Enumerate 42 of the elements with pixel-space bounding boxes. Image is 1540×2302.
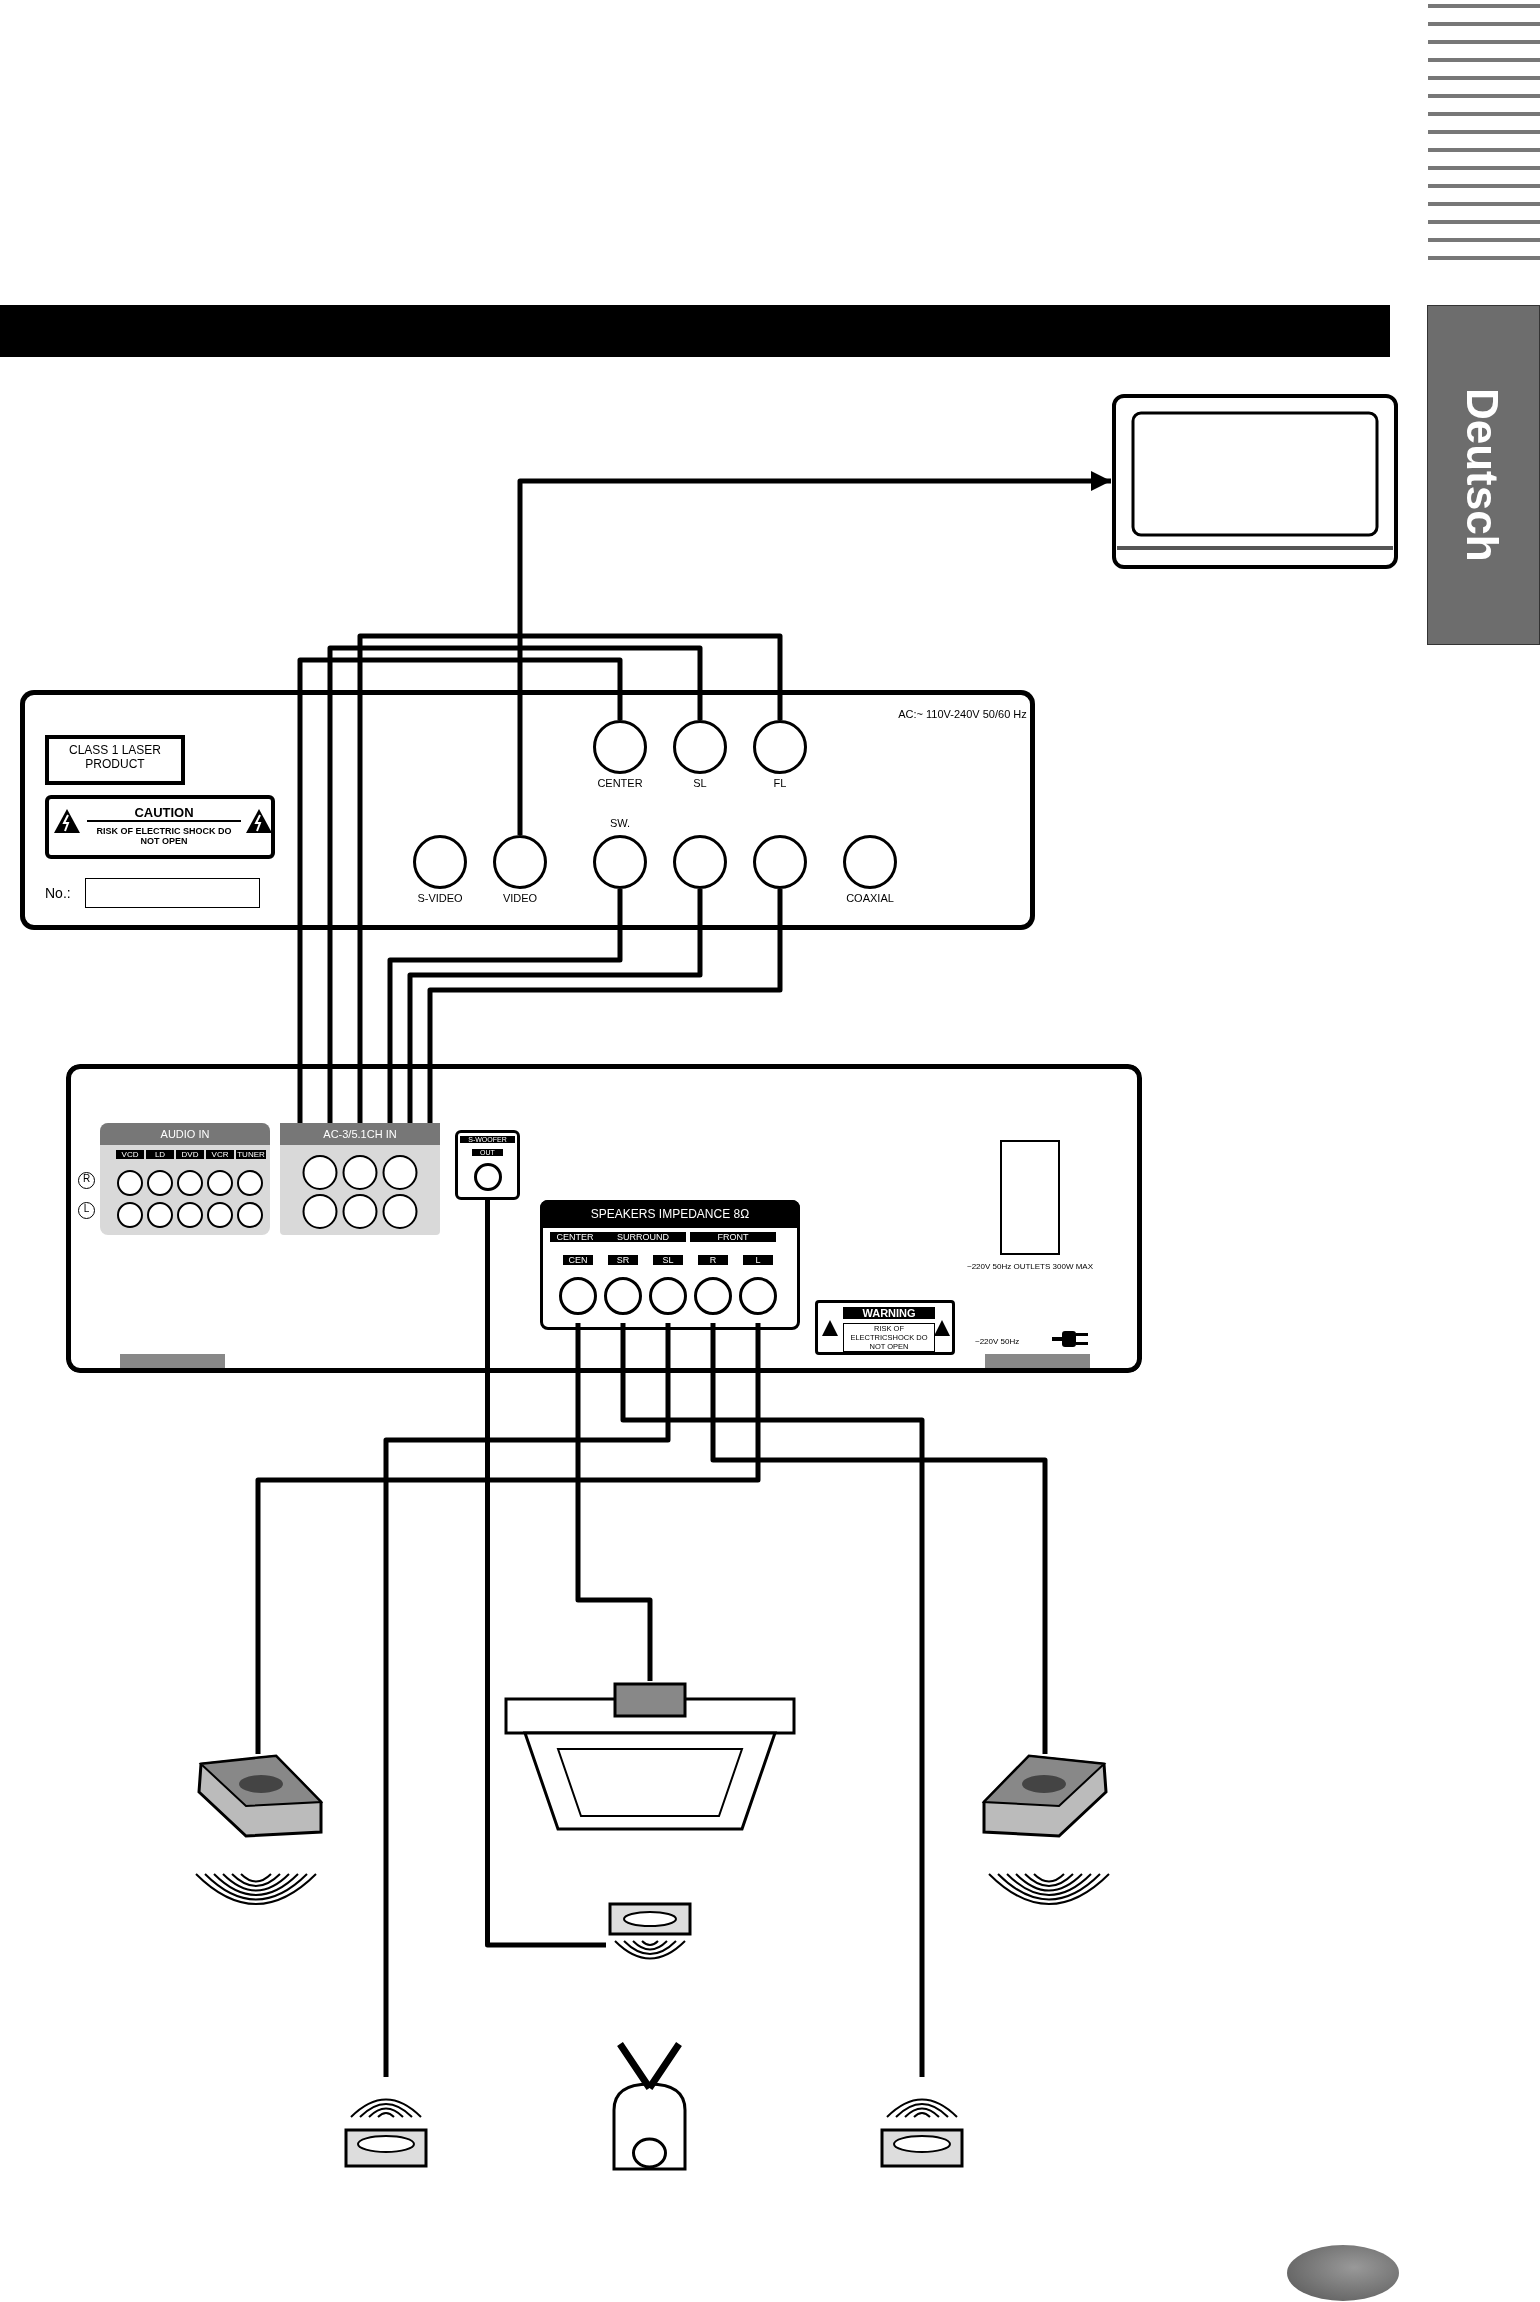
field-label: No.: [45,885,72,901]
terminal-label: SR [608,1255,638,1265]
input-label: DVD [176,1150,204,1159]
input-label: VCD [116,1150,144,1159]
center-speaker-drawing [503,1681,797,1832]
jack-label: COAXIAL [845,892,895,904]
warning-text: CLASS 1 LASER PRODUCT [67,743,162,771]
cable [517,471,1111,835]
input-label: TUNER [236,1150,266,1159]
power-outlet-text: ~220V 50Hz OUTLETS 300W MAX [965,1262,1095,1271]
input-label: LD [146,1150,174,1159]
terminal-group-label: SURROUND [600,1232,686,1242]
jack-label: S-VIDEO [416,892,464,904]
warning-title: WARNING [843,1307,935,1319]
television-drawing [1111,393,1399,570]
rear-panel [66,1064,1142,1373]
panel-heading: SPEAKERS IMPEDANCE 8Ω [540,1200,800,1228]
input-panel [280,1123,440,1235]
panel-heading: AC-3/5.1CH IN [280,1123,440,1145]
socket-icon [753,835,807,889]
terminal-label: CEN [563,1255,593,1265]
terminal-label: SL [653,1255,683,1265]
jack-label: FL [772,777,788,789]
terminal-group-label: FRONT [690,1232,776,1242]
warning-text: RISK OF ELECTRIC SHOCK DO NOT OPEN [95,826,233,846]
language-tab: Deutsch [1427,305,1540,645]
input-panel [100,1123,270,1235]
jack-label: SW. [608,817,632,829]
jack-label: SL [692,777,708,789]
warning-title: CAUTION [87,805,241,822]
terminal-group-label: CENTER [550,1232,600,1242]
jack-label: CENTER [596,777,644,789]
power-input-text: ~220V 50Hz [975,1337,1021,1346]
terminal-label: L [743,1255,773,1265]
rear-panel [20,690,1035,930]
socket-icon [673,835,727,889]
panel-heading: AUDIO IN [100,1123,270,1145]
input-label: VCR [206,1150,234,1159]
output-panel [455,1130,520,1200]
terminal-label: R [698,1255,728,1265]
power-rating: AC:~ 110V-240V 50/60 Hz [897,708,1028,720]
jack-label: VIDEO [501,892,539,904]
